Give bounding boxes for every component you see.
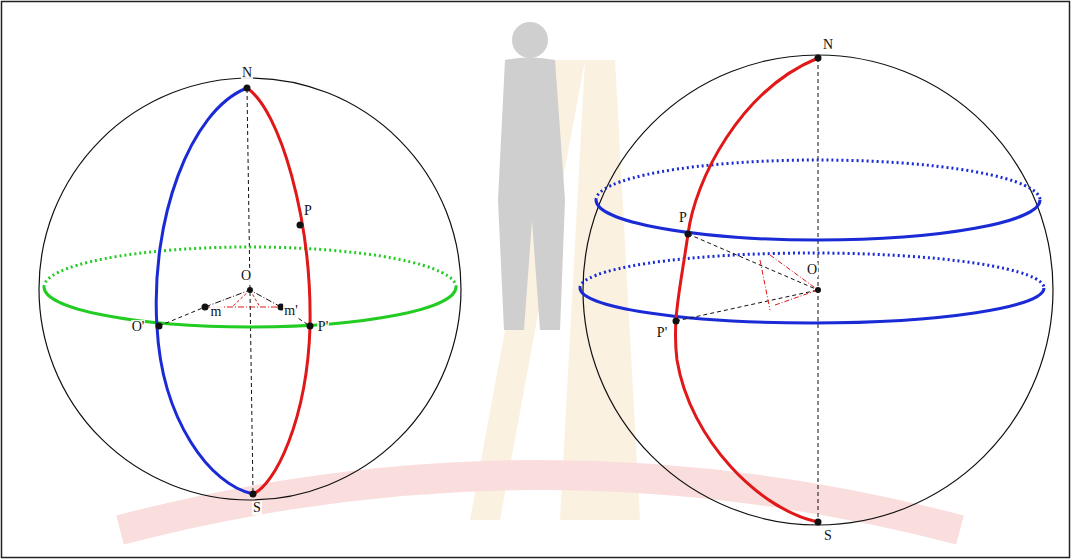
point-label: P' — [656, 326, 668, 340]
point-label: S — [252, 501, 262, 515]
point-label: m — [210, 305, 223, 319]
point-label: P' — [317, 320, 329, 334]
point-label: O' — [131, 320, 146, 334]
point-label: m' — [283, 304, 298, 318]
right-sphere — [580, 55, 1053, 526]
point-label: P — [303, 204, 313, 218]
point-label: N — [822, 38, 834, 52]
point-label: O — [240, 269, 252, 283]
point-label: O — [806, 263, 818, 277]
watermark — [120, 22, 960, 530]
point-label: P — [678, 211, 688, 225]
point-label: S — [823, 529, 833, 543]
point-label: N — [241, 66, 253, 80]
left-sphere — [39, 78, 461, 500]
